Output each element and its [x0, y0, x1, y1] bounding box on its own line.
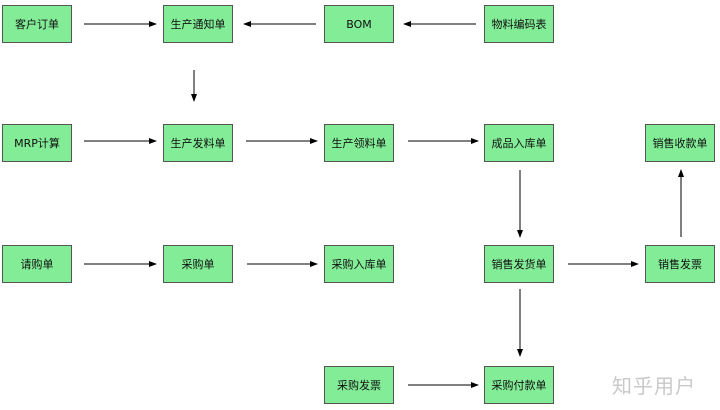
node-material-code-table: 物料编码表: [484, 5, 554, 43]
watermark: 知乎用户: [612, 374, 696, 398]
node-production-notice: 生产通知单: [163, 5, 233, 43]
node-finished-goods-receipt: 成品入库单: [484, 124, 554, 162]
node-sales-receipt: 销售收款单: [645, 124, 715, 162]
node-sales-invoice: 销售发票: [645, 245, 715, 283]
node-production-issue: 生产发料单: [163, 124, 233, 162]
node-customer-order: 客户订单: [2, 5, 72, 43]
node-mrp-calc: MRP计算: [2, 124, 72, 162]
node-production-requisition: 生产领料单: [324, 124, 394, 162]
node-bom: BOM: [324, 5, 394, 43]
node-purchase-invoice: 采购发票: [324, 366, 394, 404]
node-purchase-receipt: 采购入库单: [324, 245, 394, 283]
node-purchase: 采购单: [163, 245, 233, 283]
node-purchase-payment: 采购付款单: [484, 366, 554, 404]
node-purchase-request: 请购单: [2, 245, 72, 283]
node-sales-delivery: 销售发货单: [484, 245, 554, 283]
